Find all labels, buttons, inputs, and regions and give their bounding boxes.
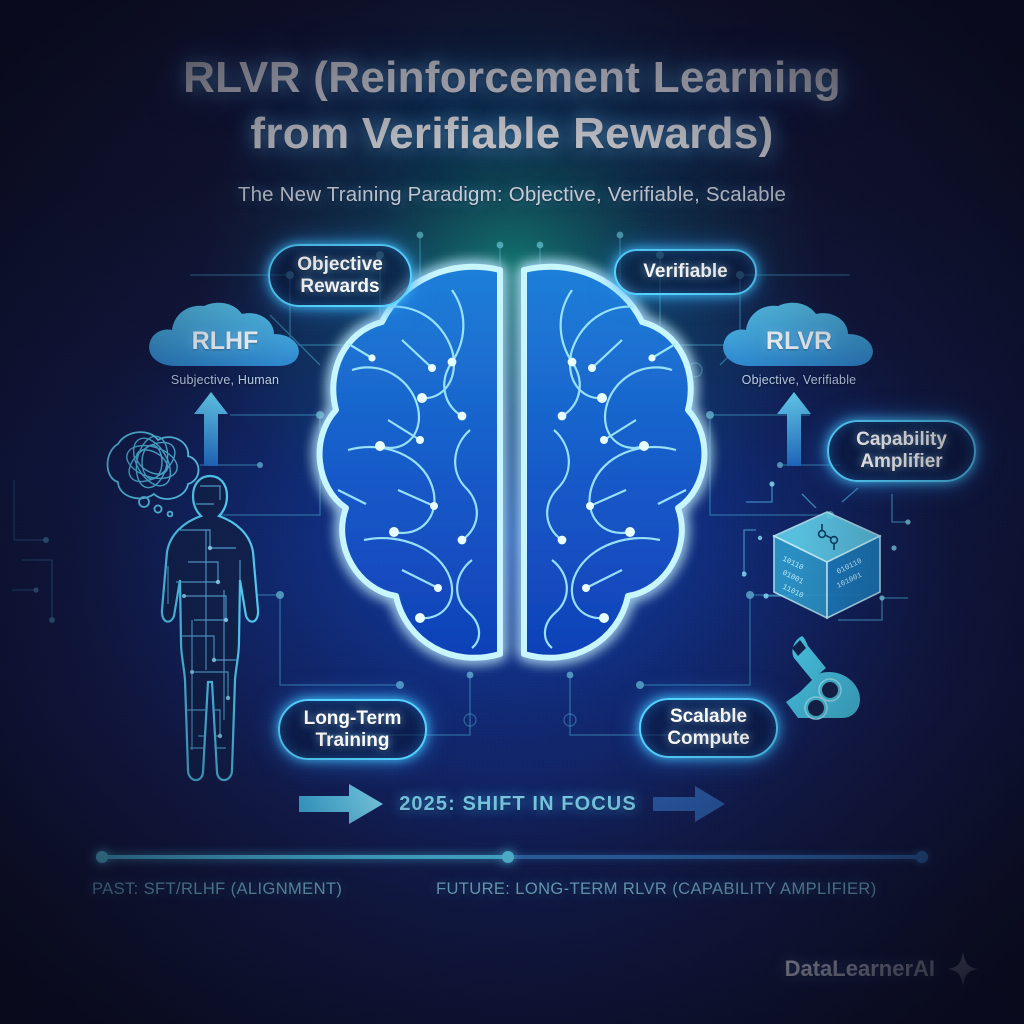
vignette-overlay	[0, 0, 1024, 1024]
infographic-poster: 10110 01001 11010 010110 101001 RLVR (Re…	[0, 0, 1024, 1024]
